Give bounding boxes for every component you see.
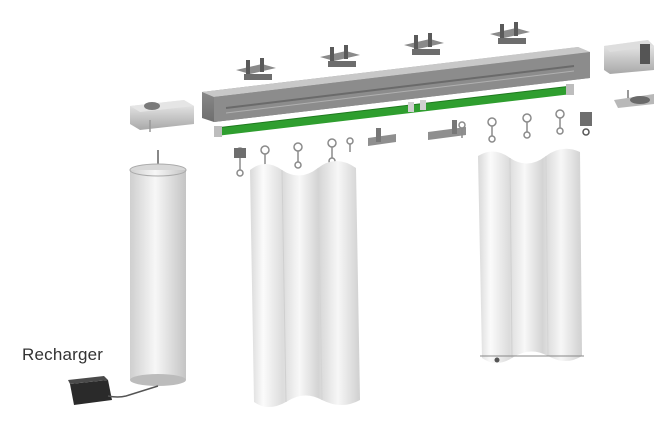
glider-hook-icon — [458, 121, 466, 138]
curtain-track — [202, 47, 590, 122]
left-curtain — [250, 161, 360, 407]
drive-belt — [214, 84, 574, 137]
recharger-label: Recharger — [22, 345, 104, 364]
master-carrier — [368, 120, 466, 146]
tube-motor — [129, 150, 187, 386]
motor-head — [130, 100, 194, 132]
end-cap — [604, 40, 654, 108]
glider-hook-icon — [487, 117, 497, 143]
glider-hook-icon — [522, 113, 532, 139]
ceiling-bracket — [490, 22, 530, 44]
glider-hook-icon — [327, 138, 337, 165]
glider-hook-icon — [346, 137, 354, 152]
ceiling-bracket — [320, 45, 360, 67]
recharger — [68, 376, 159, 405]
ceiling-bracket — [236, 58, 276, 80]
right-curtain — [478, 148, 584, 363]
glider-hooks — [235, 109, 565, 177]
glider-hook-icon — [555, 109, 565, 135]
glider-hook-icon — [293, 142, 303, 169]
end-runner — [234, 112, 592, 158]
ceiling-bracket — [404, 33, 444, 55]
